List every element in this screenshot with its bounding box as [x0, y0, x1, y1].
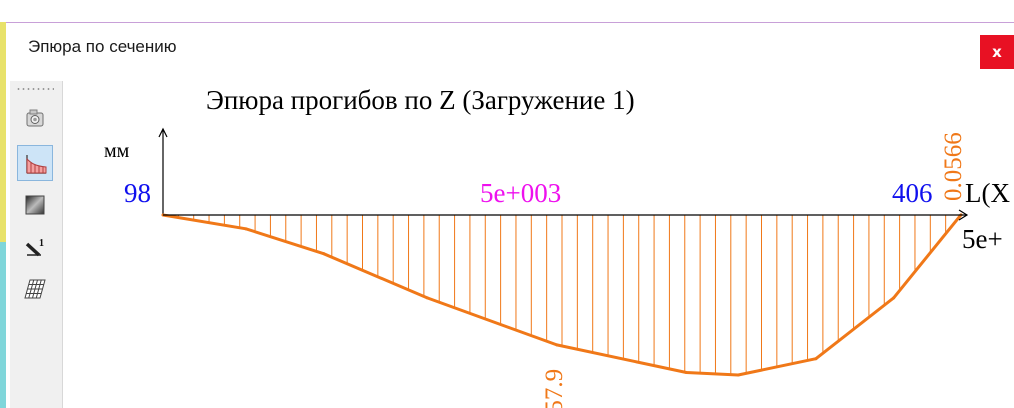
window-title: Эпюра по сечению [28, 37, 177, 56]
section-diagram-window: Эпюра по сечению x [6, 23, 1014, 408]
x-start-label: 98 [124, 178, 151, 208]
x-axis-arrow [958, 209, 969, 221]
x-mid-label: 5e+003 [480, 178, 561, 208]
end-value-label: 0.0566 [940, 132, 967, 201]
diagram-fill [161, 213, 963, 377]
fill-button[interactable] [17, 187, 53, 223]
deflection-point [814, 357, 818, 361]
x-end-label: 406 [892, 178, 933, 208]
deflection-curve [162, 213, 963, 377]
toolbar-grip[interactable] [16, 87, 54, 91]
x-axis-scale-label: 5e+ [962, 224, 1003, 254]
deflection-point [244, 227, 248, 231]
camera-icon [26, 109, 44, 127]
deflection-point [892, 296, 896, 300]
deflection-point [684, 371, 688, 375]
gradient-fill-icon [25, 195, 45, 215]
chart-title: Эпюра прогибов по Z (Загружение 1) [206, 85, 635, 115]
grid-plate-button[interactable] [17, 271, 53, 307]
grid-plate-icon [24, 279, 46, 299]
line-number-button[interactable]: 1 [17, 229, 53, 265]
close-button[interactable]: x [980, 35, 1014, 69]
line-number-icon: 1 [25, 238, 44, 257]
deflection-point [322, 252, 326, 256]
diagram-button[interactable] [17, 145, 53, 181]
deflection-point [555, 343, 559, 347]
outer-window-frame [0, 0, 1014, 23]
background-strip [0, 242, 6, 408]
y-axis-arrow [158, 127, 168, 138]
svg-text:1: 1 [39, 238, 44, 249]
y-axis-unit: мм [104, 140, 130, 162]
deflection-chart: Эпюра прогибов по Z (Загружение 1) мм 98… [104, 85, 1010, 408]
deflection-point [425, 296, 429, 300]
side-toolbar: 1 [10, 81, 63, 408]
min-value-label: -57.9 [541, 369, 568, 408]
x-axis-label: L(X [965, 178, 1010, 208]
deflection-point [736, 373, 740, 377]
titlebar[interactable]: Эпюра по сечению x [6, 23, 1014, 69]
camera-button[interactable] [17, 101, 53, 137]
diagram-icon [26, 155, 47, 174]
background-strip [0, 22, 6, 242]
